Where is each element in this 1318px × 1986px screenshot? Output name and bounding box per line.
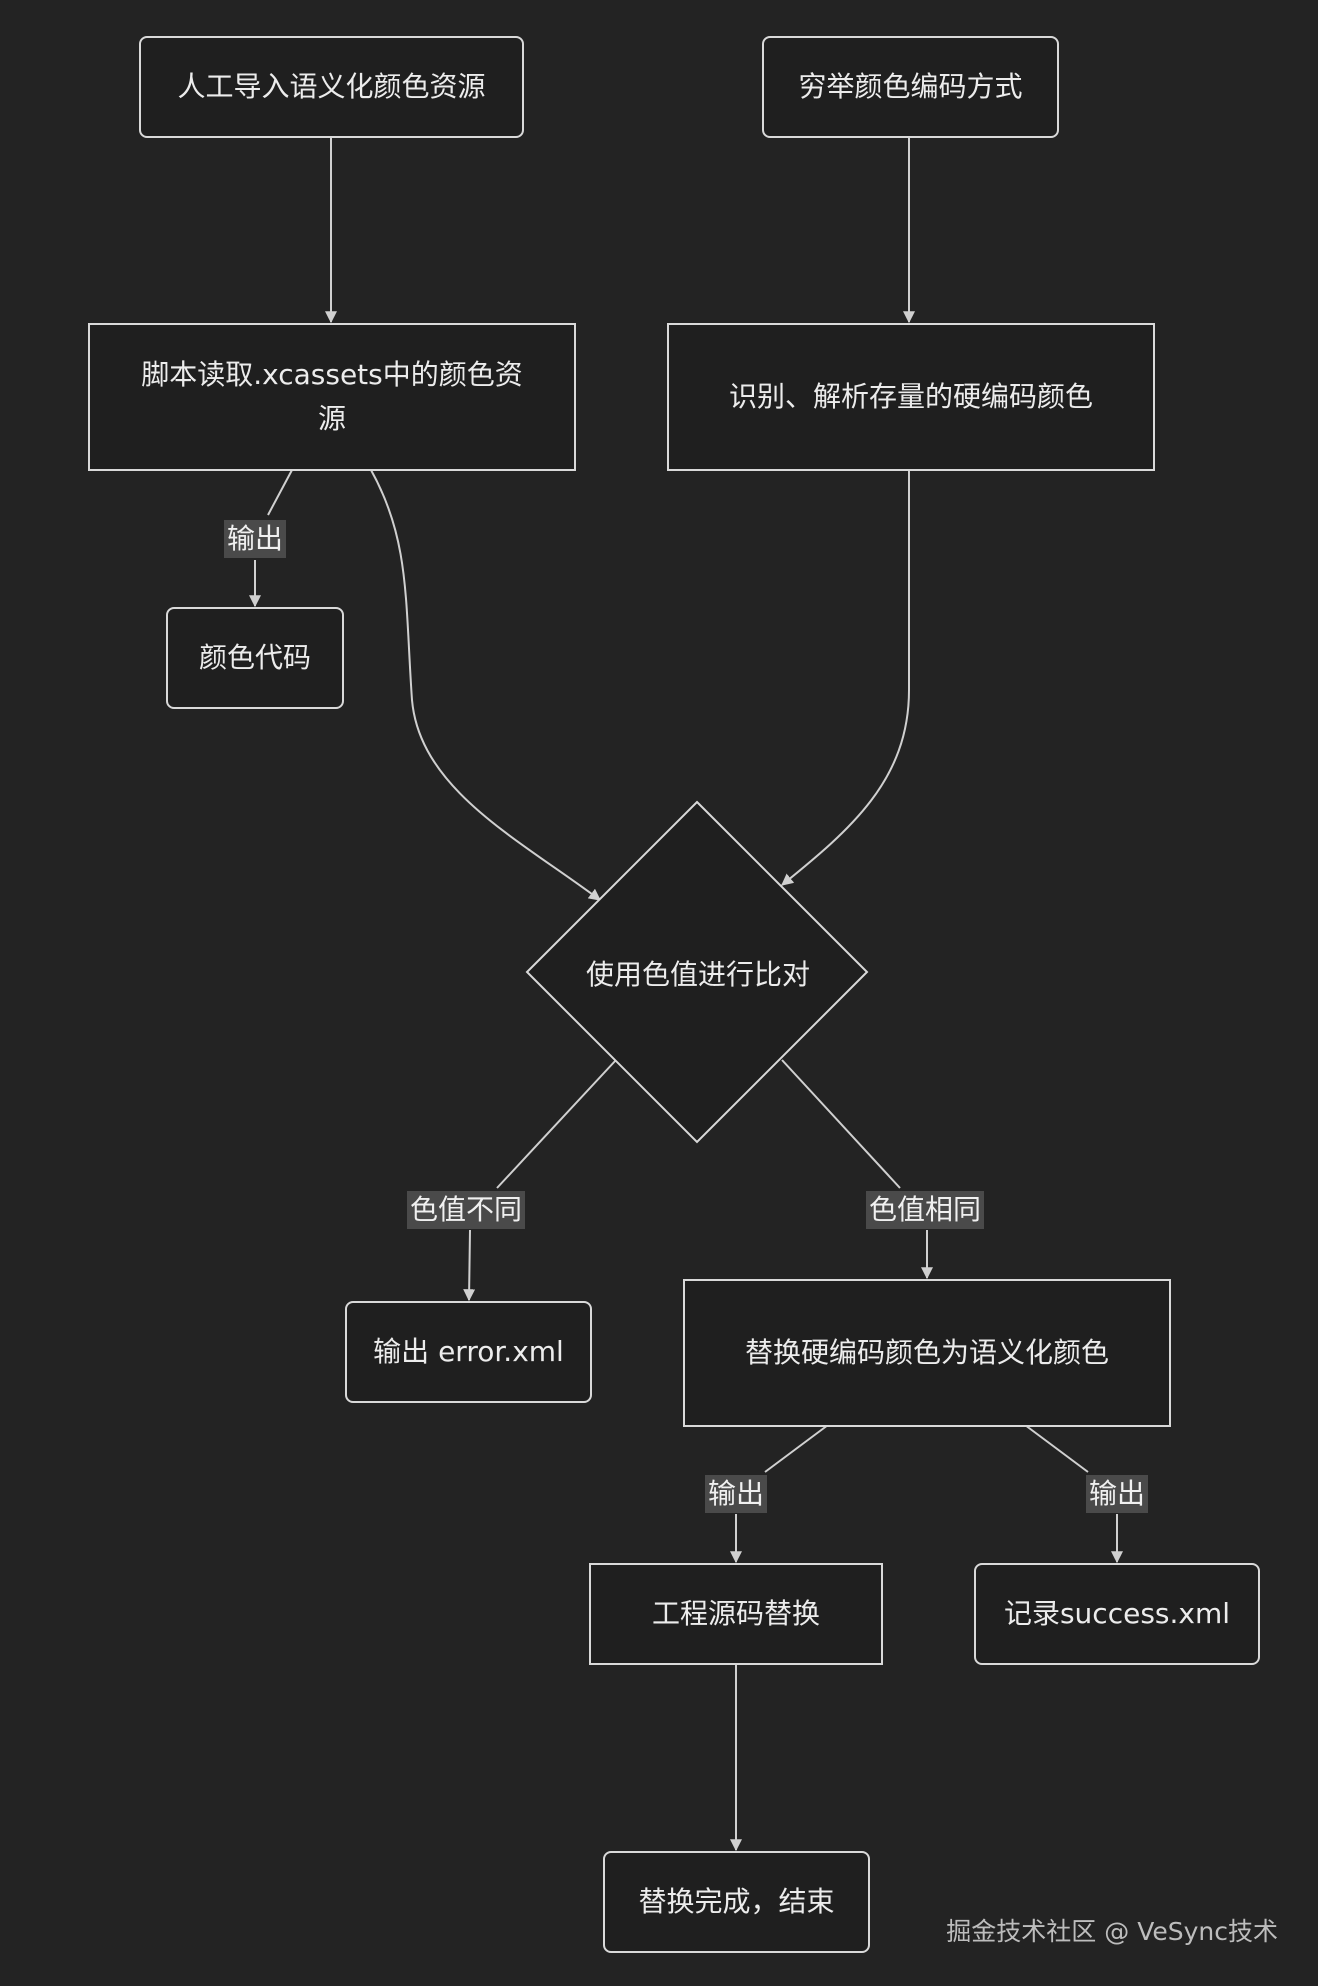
edge-script-read-to-compare xyxy=(370,469,601,901)
edge-compare-to-replace xyxy=(781,1059,927,1278)
edge-label-same: 色值相同 xyxy=(866,1191,985,1229)
edge-label-output-source: 输出 xyxy=(705,1475,768,1513)
node-color-code: 颜色代码 xyxy=(166,607,344,709)
node-compare-label: 使用色值进行比对 xyxy=(585,958,810,991)
edge-script-read-to-color-code xyxy=(255,469,293,606)
edge-compare-to-error xyxy=(469,1059,617,1300)
node-enumerate-colors: 穷举颜色编码方式 xyxy=(762,36,1059,138)
edge-label-output-success: 输出 xyxy=(1086,1475,1149,1513)
edge-label-output-color-code: 输出 xyxy=(224,520,287,558)
node-record-success: 记录success.xml xyxy=(974,1563,1260,1665)
node-script-read: 脚本读取.xcassets中的颜色资源 xyxy=(88,323,576,471)
edge-label-different: 色值不同 xyxy=(407,1191,526,1229)
node-manual-import: 人工导入语义化颜色资源 xyxy=(139,36,524,138)
node-replace-semantic: 替换硬编码颜色为语义化颜色 xyxy=(683,1279,1171,1427)
node-identify-parse: 识别、解析存量的硬编码颜色 xyxy=(667,323,1155,471)
node-done: 替换完成，结束 xyxy=(603,1851,870,1953)
watermark-text: 掘金技术社区 @ VeSync技术 xyxy=(946,1917,1278,1946)
node-source-replace: 工程源码替换 xyxy=(589,1563,883,1665)
compare-decision-diamond xyxy=(525,800,869,1144)
edge-replace-to-source xyxy=(736,1424,829,1562)
edge-identify-to-compare xyxy=(781,470,910,886)
node-output-error: 输出 error.xml xyxy=(345,1301,592,1403)
edge-replace-to-success xyxy=(1024,1424,1117,1562)
